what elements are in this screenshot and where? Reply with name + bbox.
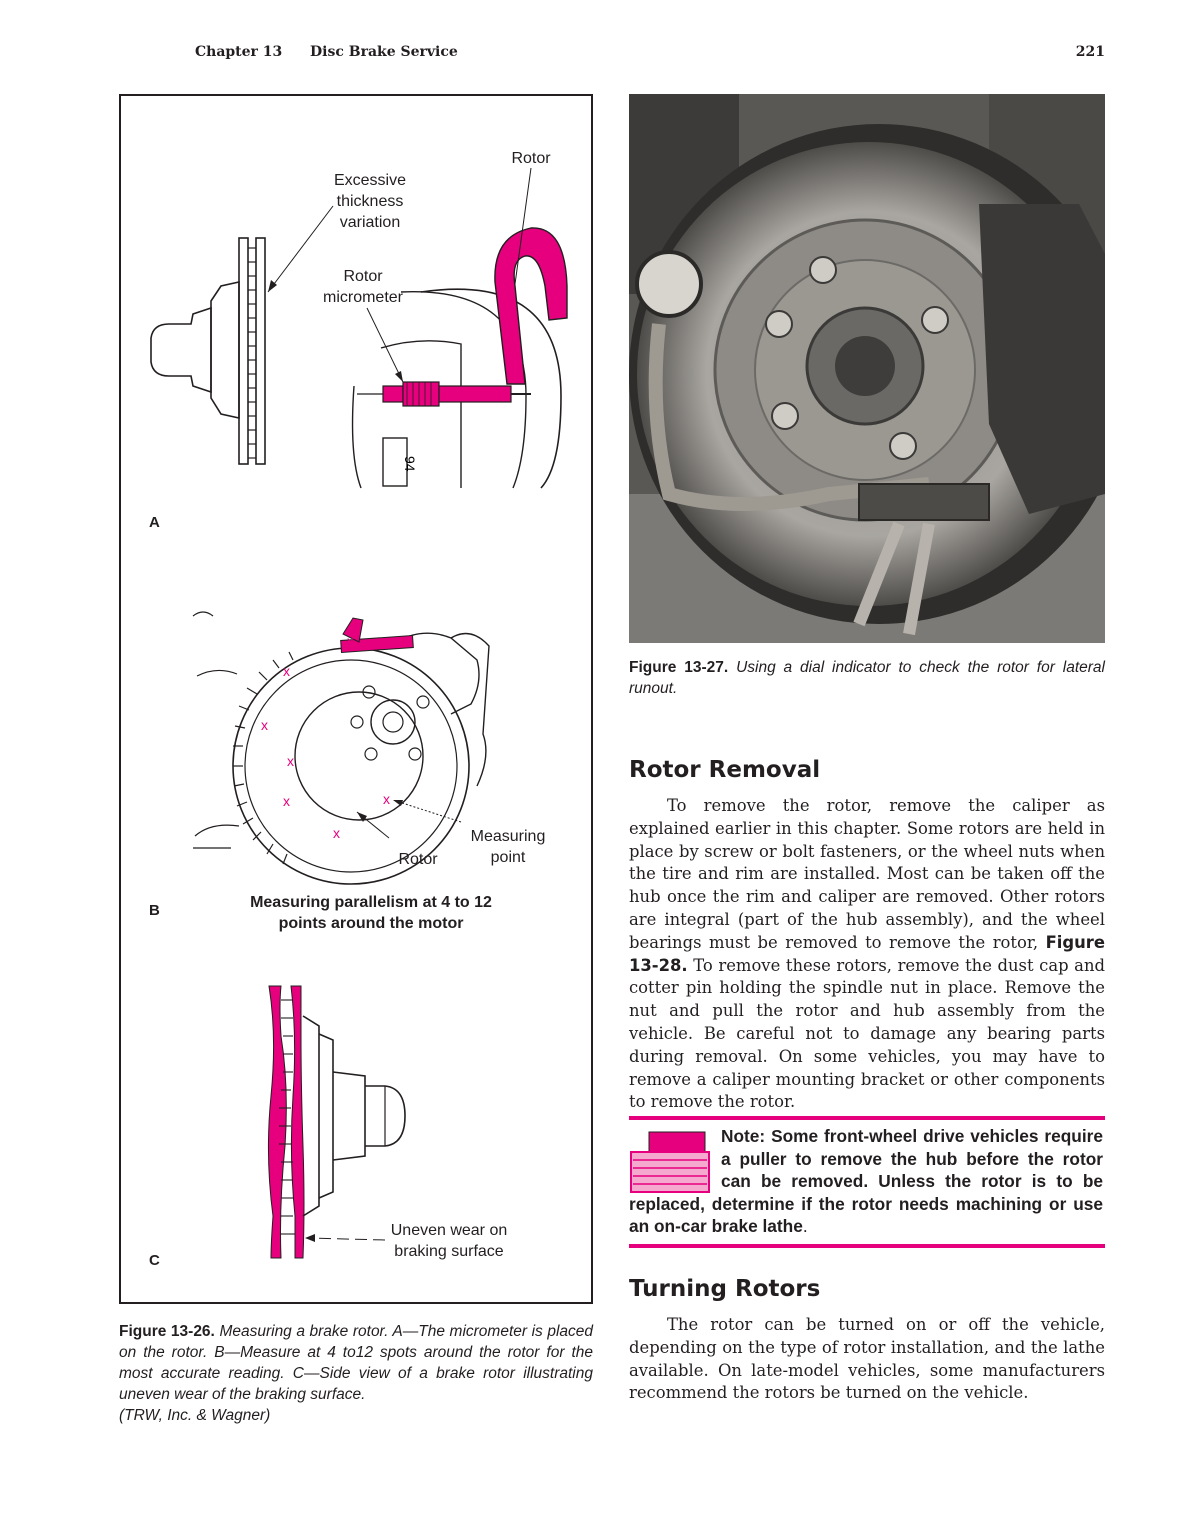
label-line: point	[490, 849, 526, 866]
running-head: Chapter 13 Disc Brake Service 221	[195, 44, 1105, 66]
note-bottom-rule	[629, 1244, 1105, 1248]
figure-number: Figure 13-26.	[119, 1323, 215, 1340]
measure-mark: x	[283, 793, 290, 809]
dial-indicator-photo	[629, 94, 1105, 643]
label-measuring-point: Measuring point	[463, 826, 553, 868]
measure-mark: x	[287, 753, 294, 769]
label-line: Excessive	[333, 172, 407, 189]
paragraph-rotor-removal: To remove the rotor, remove the caliper …	[629, 795, 1105, 1114]
label-rotor-micrometer: Rotor micrometer	[315, 266, 411, 308]
label-excessive-thickness: Excessive thickness variation	[317, 170, 423, 233]
caption-line: Measuring parallelism at 4 to 12	[250, 894, 492, 911]
label-line: Rotor	[343, 268, 383, 285]
caption-text: Using a dial indicator to check the roto…	[629, 659, 1105, 697]
figure-13-27-caption: Figure 13-27. Using a dial indicator to …	[629, 657, 1105, 699]
note-icon-spacer	[629, 1125, 721, 1191]
panel-letter-c: C	[149, 1252, 160, 1269]
rotor-stamp: 94	[402, 456, 418, 472]
label-line: micrometer	[322, 289, 403, 306]
label-uneven-wear: Uneven wear on braking surface	[383, 1220, 515, 1262]
chapter-label: Chapter 13	[195, 44, 283, 60]
measure-mark: x	[347, 633, 354, 649]
note-end: .	[802, 1216, 808, 1236]
figure-13-26-caption: Figure 13-26. Measuring a brake rotor. A…	[119, 1321, 593, 1426]
label-line: Uneven wear on	[390, 1222, 508, 1239]
figure-reference: Figure 13-28.	[629, 932, 1106, 975]
measure-mark: x	[333, 825, 340, 841]
note-top-rule	[629, 1116, 1105, 1120]
label-rotor-b: Rotor	[398, 851, 438, 868]
figure-number: Figure 13-27.	[629, 659, 729, 676]
note-body: Note: Some front-wheel drive vehicles re…	[629, 1126, 1103, 1236]
label-line: braking surface	[394, 1243, 504, 1260]
label-line: Measuring	[470, 828, 546, 845]
toolbox-icon	[630, 1131, 710, 1193]
measure-mark: x	[383, 791, 390, 807]
caption-text: Measuring a brake rotor. A—The micromete…	[119, 1323, 594, 1403]
heading-rotor-removal: Rotor Removal	[629, 757, 821, 783]
caption-credit: (TRW, Inc. & Wagner)	[119, 1407, 271, 1424]
chapter-title: Disc Brake Service	[310, 44, 458, 60]
panel-letter-b: B	[149, 902, 160, 919]
label-line: thickness	[336, 193, 404, 210]
label-rotor-a: Rotor	[511, 150, 551, 167]
note-box: Note: Some front-wheel drive vehicles re…	[629, 1116, 1105, 1248]
photo-illustration	[629, 94, 1105, 643]
measure-mark: x	[261, 717, 268, 733]
page-number: 221	[1075, 44, 1105, 60]
uneven-wear-illustration	[267, 985, 406, 1259]
heading-turning-rotors: Turning Rotors	[629, 1276, 821, 1302]
rotor-parallelism-illustration: x x x x x x x	[192, 611, 490, 885]
note-text: Note: Some front-wheel drive vehicles re…	[629, 1125, 1103, 1238]
panel-b-caption: Measuring parallelism at 4 to 12 points …	[231, 892, 511, 934]
rotor-micrometer-illustration: 94	[150, 167, 568, 489]
paragraph-text: To remove the rotor, remove the caliper …	[629, 796, 1105, 952]
figure-13-26: 94 Rotor Excessive thickness variation R…	[119, 94, 593, 1304]
paragraph-turning-rotors: The rotor can be turned on or off the ve…	[629, 1315, 1105, 1403]
paragraph-text: To remove these rotors, remove the dust …	[629, 955, 1105, 1112]
label-line: variation	[339, 214, 401, 231]
measure-mark: x	[283, 663, 290, 679]
caption-line: points around the motor	[278, 915, 464, 932]
panel-letter-a: A	[149, 514, 160, 531]
